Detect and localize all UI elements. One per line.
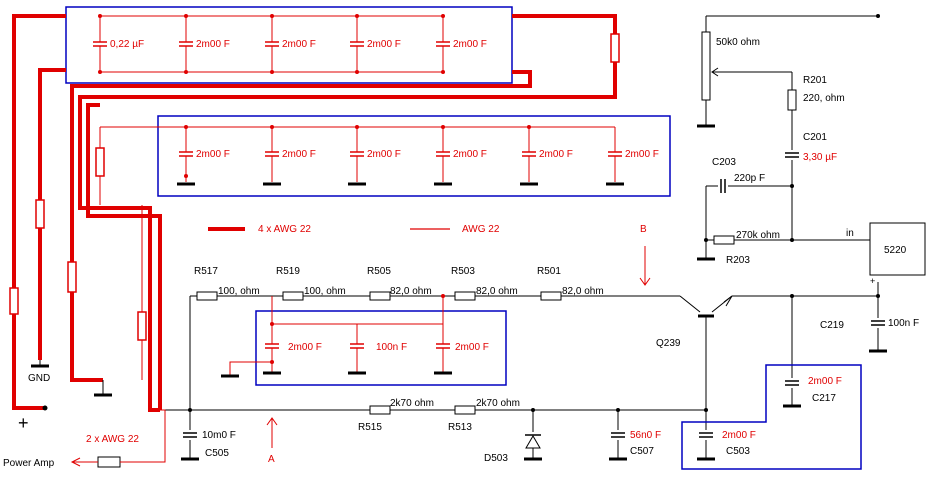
c503-name: C503 xyxy=(726,446,750,457)
box1-cap-label-3: 2m00 F xyxy=(282,39,316,50)
box2-cap-label-5: 2m00 F xyxy=(539,149,573,160)
r519-name: R519 xyxy=(276,266,300,277)
probe-b-label: B xyxy=(640,224,647,235)
r203-value: 270k ohm xyxy=(736,230,780,241)
pot-value: 50k0 ohm xyxy=(716,37,760,48)
box1-cap-label-4: 2m00 F xyxy=(367,39,401,50)
d503-name: D503 xyxy=(484,453,508,464)
box2-cap-label-1: 2m00 F xyxy=(196,149,230,160)
r201-value: 220, ohm xyxy=(803,93,845,104)
box1-cap-label-2: 2m00 F xyxy=(196,39,230,50)
box3-cap-label-1: 2m00 F xyxy=(288,342,322,353)
black-wires xyxy=(39,15,879,458)
probe-arrows xyxy=(266,246,651,448)
r501-name: R501 xyxy=(537,266,561,277)
c217-name: C217 xyxy=(812,393,836,404)
r505-name: R505 xyxy=(367,266,391,277)
cap-bank-box-4 xyxy=(681,364,862,470)
cap-bank-box-3 xyxy=(255,310,507,386)
r517-name: R517 xyxy=(194,266,218,277)
c505-value: 10m0 F xyxy=(202,430,236,441)
r503-value: 82,0 ohm xyxy=(476,286,518,297)
probe-a-label: A xyxy=(268,454,275,465)
potentiometer-body xyxy=(701,31,711,101)
r201-name: R201 xyxy=(803,75,827,86)
r503-name: R503 xyxy=(451,266,475,277)
r519-value: 100, ohm xyxy=(304,286,346,297)
legend-thick-label: 4 x AWG 22 xyxy=(258,224,311,235)
box2-cap-label-2: 2m00 F xyxy=(282,149,316,160)
pot-wiper-arrow-icon xyxy=(711,67,719,77)
r505-value: 82,0 ohm xyxy=(390,286,432,297)
c201-name: C201 xyxy=(803,132,827,143)
d503-diode-icon xyxy=(525,435,541,449)
r203-name: R203 xyxy=(726,255,750,266)
box2-cap-label-3: 2m00 F xyxy=(367,149,401,160)
c503-value: 2m00 F xyxy=(722,430,756,441)
black-resistors xyxy=(97,89,797,468)
cap-bank-box-2 xyxy=(157,115,671,197)
c507-name: C507 xyxy=(630,446,654,457)
c203-value: 220p F xyxy=(734,173,765,184)
box2-cap-label-4: 2m00 F xyxy=(453,149,487,160)
box1-capacitors xyxy=(92,16,451,72)
legend-thin-label: AWG 22 xyxy=(462,224,500,235)
box1-cap-label-1: 0,22 µF xyxy=(110,39,144,50)
r515-value: 2k70 ohm xyxy=(390,398,434,409)
ic-label: 5220 xyxy=(884,245,907,256)
c507-value: 56n0 F xyxy=(630,430,661,441)
ic-plus-label: + xyxy=(870,276,875,286)
ground-bars xyxy=(31,124,887,461)
r517-value: 100, ohm xyxy=(218,286,260,297)
c217-value: 2m00 F xyxy=(808,376,842,387)
r513-value: 2k70 ohm xyxy=(476,398,520,409)
power-amp-label: Power Amp xyxy=(3,458,55,469)
c505-name: C505 xyxy=(205,448,229,459)
power-amp-arrow-icon xyxy=(70,457,81,467)
r501-value: 82,0 ohm xyxy=(562,286,604,297)
c219-value: 100n F xyxy=(888,318,919,329)
in-label: in xyxy=(846,228,854,239)
cap-bank-box-1 xyxy=(65,6,513,84)
ic-5220 xyxy=(869,222,926,276)
box2-capacitors xyxy=(178,127,623,182)
box2-cap-label-6: 2m00 F xyxy=(625,149,659,160)
thick-wires xyxy=(12,14,617,412)
c203-name: C203 xyxy=(712,157,736,168)
plus-label: + xyxy=(18,413,29,433)
c201-value: 3,30 µF xyxy=(803,152,837,163)
box3-cap-label-2: 100n F xyxy=(376,342,407,353)
power-amp-wire-label: 2 x AWG 22 xyxy=(86,434,139,445)
box3-cap-label-3: 2m00 F xyxy=(455,342,489,353)
box1-cap-label-5: 2m00 F xyxy=(453,39,487,50)
q239-name: Q239 xyxy=(656,338,681,349)
r515-name: R515 xyxy=(358,422,382,433)
r513-name: R513 xyxy=(448,422,472,433)
gnd-label: GND xyxy=(28,373,50,384)
c219-name: C219 xyxy=(820,320,844,331)
